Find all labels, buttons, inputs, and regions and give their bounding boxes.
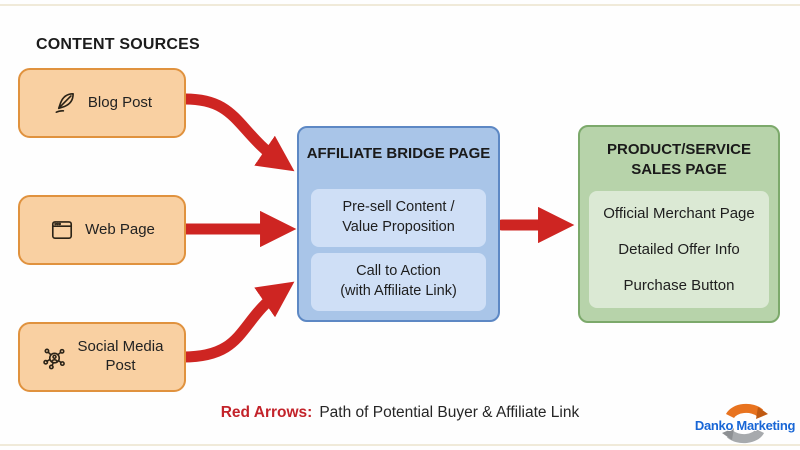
sales-title: PRODUCT/SERVICE SALES PAGE [607,141,751,178]
bottom-frame-line [0,444,800,446]
source-box-social-media-post: Social Media Post [18,322,186,392]
bridge-item-presell: Pre-sell Content / Value Proposition [311,189,486,247]
sales-page-box: PRODUCT/SERVICE SALES PAGE Official Merc… [578,125,780,323]
quill-pen-icon [55,92,74,114]
affiliate-bridge-page-box: AFFILIATE BRIDGE PAGE Pre-sell Content /… [297,126,500,322]
source-box-blog-post: Blog Post [18,68,186,138]
social-network-icon [42,347,65,369]
source-label: Social Media Post [77,338,164,374]
logo-pinwheel-icon [722,403,768,444]
sales-item-detailed-offer-info: Detailed Offer Info [618,240,740,258]
legend-text: Path of Potential Buyer & Affiliate Link [319,404,580,421]
source-box-web-page: Web Page [18,195,186,265]
arrow-social-to-bridge [177,281,295,363]
logo-text: Danko Marketing [694,418,796,433]
legend-label: Red Arrows: [220,404,313,421]
bridge-title: AFFILIATE BRIDGE PAGE [306,145,491,162]
sales-item-purchase-button: Purchase Button [623,277,735,295]
source-label: Web Page [85,220,155,238]
top-frame-line [0,4,800,6]
source-label: Blog Post [87,93,153,111]
sales-panel: Official Merchant Page Detailed Offer In… [589,191,769,308]
browser-window-icon [52,221,73,239]
bridge-item-call-to-action: Call to Action (with Affiliate Link) [311,253,486,311]
legend: Red Arrows: Path of Potential Buyer & Aff… [0,404,800,422]
content-sources-title: CONTENT SOURCES [36,36,200,53]
arrow-blog-to-bridge [177,93,295,172]
danko-marketing-logo: Danko Marketing [692,400,798,448]
sales-item-official-merchant-page: Official Merchant Page [603,204,755,222]
